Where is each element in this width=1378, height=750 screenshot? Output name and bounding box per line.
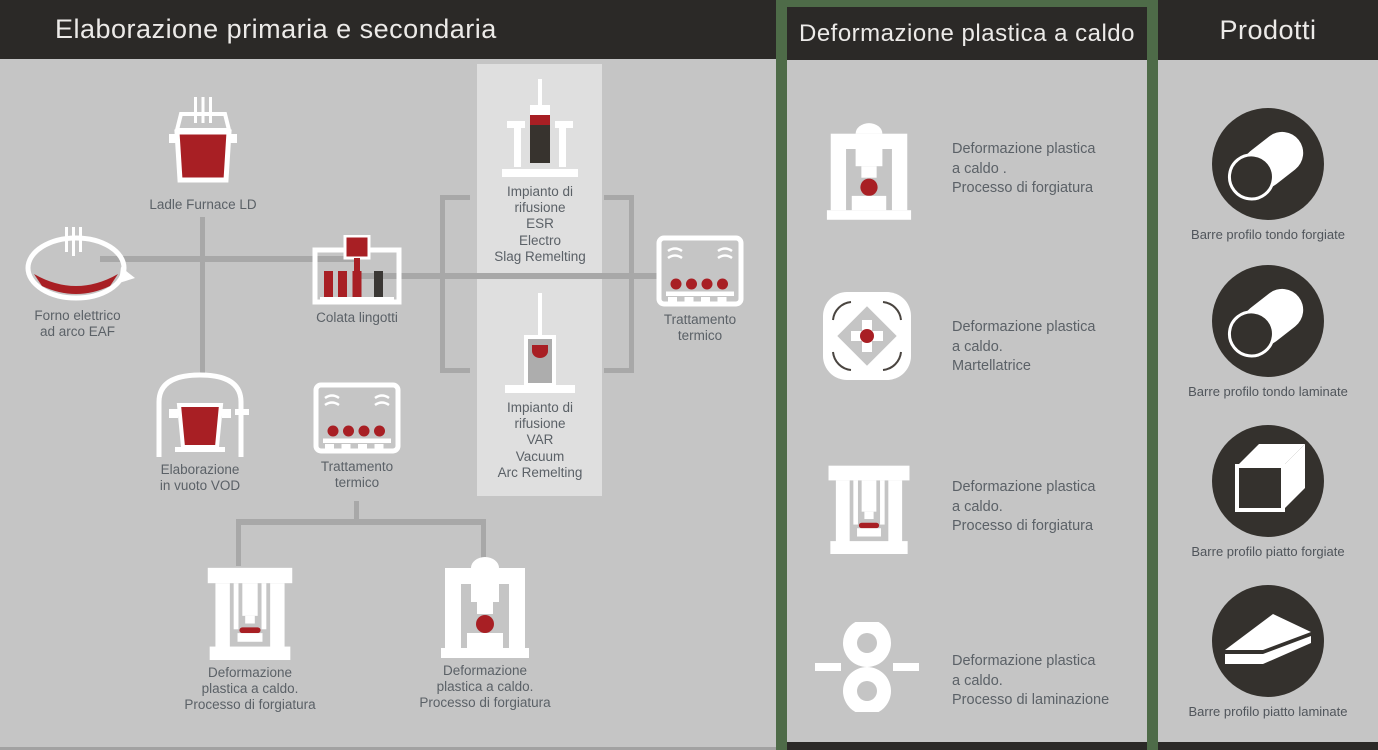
- product-label: Barre profilo piatto laminate: [1188, 704, 1348, 719]
- product-flat-bar-forged: Barre profilo piatto forgiate: [1158, 425, 1378, 559]
- product-label: Barre profilo tondo laminate: [1188, 384, 1348, 399]
- node-label: Colata lingotti: [316, 310, 398, 325]
- row-text: Deformazione plastica a caldo. Processo …: [952, 653, 1110, 709]
- square-bar-icon: [1235, 444, 1305, 512]
- section-hot-plastic-deformation: Deformazione plastica a caldo Deformazio…: [776, 0, 1158, 750]
- product-label: Barre profilo tondo forgiate: [1191, 227, 1345, 242]
- node-label: Ladle Furnace LD: [149, 197, 257, 212]
- node-label: Deformazione plastica a caldo. Processo …: [419, 663, 551, 711]
- product-circle: [1212, 425, 1324, 537]
- section-primary-secondary-processing: Elaborazione primaria e secondaria: [0, 0, 776, 750]
- left-section-header: Elaborazione primaria e secondaria: [0, 0, 776, 59]
- connector-bracket-right-stub: [604, 195, 634, 200]
- connector-line: [236, 519, 486, 525]
- section-products: Prodotti Barre profilo tondo forgiate: [1158, 0, 1378, 750]
- node-label: Trattamento termico: [320, 459, 394, 491]
- process-flow-diagram: Ladle Furnace LD Forno elettrico ad arco…: [0, 59, 776, 750]
- connector-bracket-left-stub: [440, 368, 470, 373]
- esr-remelting-icon: [502, 79, 578, 177]
- middle-section-header: Deformazione plastica a caldo: [787, 7, 1147, 60]
- node-ladle-furnace: Ladle Furnace LD: [146, 97, 260, 213]
- product-label: Barre profilo piatto forgiate: [1191, 544, 1345, 559]
- node-label: Impianto di rifusione VAR Vacuum Arc Rem…: [497, 400, 583, 480]
- connector-line: [200, 217, 205, 374]
- middle-bottom-bar: [787, 742, 1147, 750]
- ladle-furnace-icon: [169, 97, 237, 183]
- connector-line: [100, 256, 358, 262]
- middle-section-title: Deformazione plastica a caldo: [798, 19, 1135, 47]
- round-bar-icon: [1227, 131, 1304, 201]
- node-heat-treatment: Trattamento termico: [646, 235, 754, 344]
- product-round-bar-forged: Barre profilo tondo forgiate: [1158, 108, 1378, 242]
- node-ingot-casting: Colata lingotti: [303, 235, 411, 326]
- node-label: Trattamento termico: [663, 312, 737, 344]
- node-label: Impianto di rifusione ESR Electro Slag R…: [494, 184, 586, 264]
- row-text: Deformazione plastica a caldo. Martellat…: [952, 319, 1096, 375]
- product-circle: [1212, 585, 1324, 697]
- row-text: Deformazione plastica a caldo . Processo…: [952, 141, 1096, 197]
- ingot-casting-icon: [312, 235, 402, 305]
- open-die-press-icon: [825, 462, 913, 559]
- forging-press-icon: [441, 557, 529, 658]
- heat-treatment-icon: [313, 382, 401, 454]
- product-flat-bar-rolled: Barre profilo piatto laminate: [1158, 585, 1378, 719]
- product-circle: [1212, 265, 1324, 377]
- vacuum-treatment-icon: [156, 372, 249, 457]
- connector-line: [357, 273, 659, 279]
- heat-treatment-icon: [656, 235, 744, 307]
- connector-bracket-right: [629, 195, 634, 373]
- node-forging-press: Deformazione plastica a caldo. Processo …: [410, 556, 560, 712]
- round-bar-icon: [1227, 288, 1304, 358]
- connector-bracket-left: [440, 195, 445, 373]
- hammering-machine-icon: [819, 288, 915, 389]
- flat-plate-icon: [1225, 614, 1311, 664]
- connector-bracket-right-stub: [604, 368, 634, 373]
- right-section-title: Prodotti: [1219, 14, 1317, 45]
- var-remelting-icon: [505, 293, 575, 393]
- right-section-header: Prodotti: [1158, 0, 1378, 60]
- forging-press-icon: [825, 122, 913, 225]
- products-list: Barre profilo tondo forgiate Barre profi…: [1158, 60, 1378, 742]
- node-vacuum-treatment-vod: Elaborazione in vuoto VOD: [143, 369, 257, 494]
- hot-deformation-list: Deformazione plastica a caldo . Processo…: [787, 60, 1147, 742]
- product-round-bar-rolled: Barre profilo tondo laminate: [1158, 265, 1378, 399]
- node-var-remelting: Impianto di rifusione VAR Vacuum Arc Rem…: [478, 293, 602, 481]
- rolling-mill-icon: [815, 619, 919, 717]
- left-bottom-strip: [0, 747, 776, 750]
- node-label: Deformazione plastica a caldo. Processo …: [184, 665, 316, 713]
- connector-line: [481, 519, 486, 566]
- connector-line: [236, 519, 241, 566]
- right-bottom-bar: [1158, 742, 1378, 750]
- node-label: Forno elettrico ad arco EAF: [34, 308, 121, 340]
- connector-bracket-left-stub: [440, 195, 470, 200]
- electric-arc-furnace-icon: [25, 227, 135, 301]
- node-heat-treatment: Trattamento termico: [303, 382, 411, 491]
- open-die-press-icon: [207, 567, 293, 660]
- product-circle: [1212, 108, 1324, 220]
- left-section-title: Elaborazione primaria e secondaria: [55, 14, 497, 44]
- node-electric-arc-furnace: Forno elettrico ad arco EAF: [10, 227, 145, 340]
- node-esr-remelting: Impianto di rifusione ESR Electro Slag R…: [478, 79, 602, 265]
- row-text: Deformazione plastica a caldo. Processo …: [952, 479, 1096, 535]
- node-label: Elaborazione in vuoto VOD: [159, 462, 241, 494]
- connector-line: [354, 501, 359, 521]
- node-open-die-press: Deformazione plastica a caldo. Processo …: [175, 564, 325, 714]
